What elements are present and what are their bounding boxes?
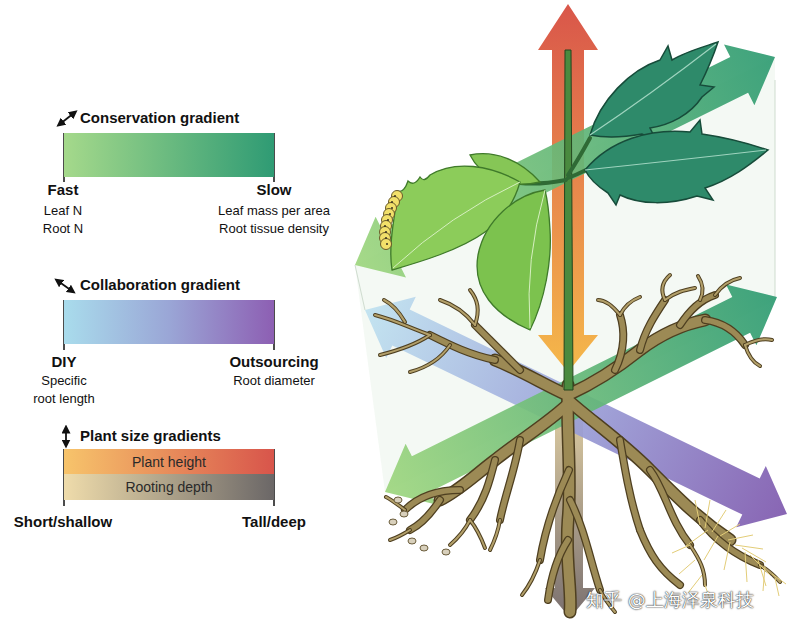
fast-leaf [391, 154, 551, 330]
slow-leaf [585, 42, 768, 205]
band-label: Rooting depth [125, 479, 212, 495]
root-hairs [672, 500, 786, 603]
gradient-heading: Conservation gradient [80, 108, 239, 128]
gradient-bar [64, 133, 274, 177]
gradient-icon [65, 429, 67, 444]
scale-end: DIY [0, 352, 164, 372]
band-label: Plant height [132, 454, 206, 470]
scale-end: Slow [174, 180, 374, 200]
root-system [375, 275, 786, 612]
scale-end: Tall/deep [174, 512, 374, 532]
gradient-band: Rooting depth [64, 474, 274, 500]
trait-name: Leaf mass per area [174, 202, 374, 220]
gradient-scale: Conservation gradient [56, 108, 282, 178]
trait-name: Root diameter [174, 372, 374, 390]
gradient-icon [58, 281, 72, 291]
mycorrhiza [389, 497, 450, 555]
gradient-scale: Collaboration gradient [56, 275, 282, 345]
stem [564, 50, 573, 390]
scale-end: Outsourcing [174, 352, 374, 372]
trait-name: Leaf N [0, 202, 163, 220]
caterpillar-dots [384, 195, 396, 245]
trait-name: Root tissue density [174, 220, 374, 238]
gradient-bar [64, 300, 274, 344]
trait-name: Root N [0, 220, 163, 238]
bar-ticks [64, 133, 274, 506]
scale-end: Short/shallow [0, 512, 163, 532]
gradient-icon [60, 113, 74, 124]
plane-edge [775, 80, 776, 300]
caterpillar [380, 191, 403, 250]
gradient-heading: Collaboration gradient [80, 275, 240, 295]
gradient-band: Plant height [64, 449, 274, 474]
scale-end: Fast [0, 180, 163, 200]
gradient-group: Plant size gradientsPlant heightRooting … [56, 426, 282, 501]
watermark: 知乎 @上海泽泉科技 [540, 588, 800, 612]
gradient-heading: Plant size gradients [80, 426, 221, 446]
trait-name: Specific root length [30, 372, 98, 408]
plane-edge [355, 265, 365, 310]
